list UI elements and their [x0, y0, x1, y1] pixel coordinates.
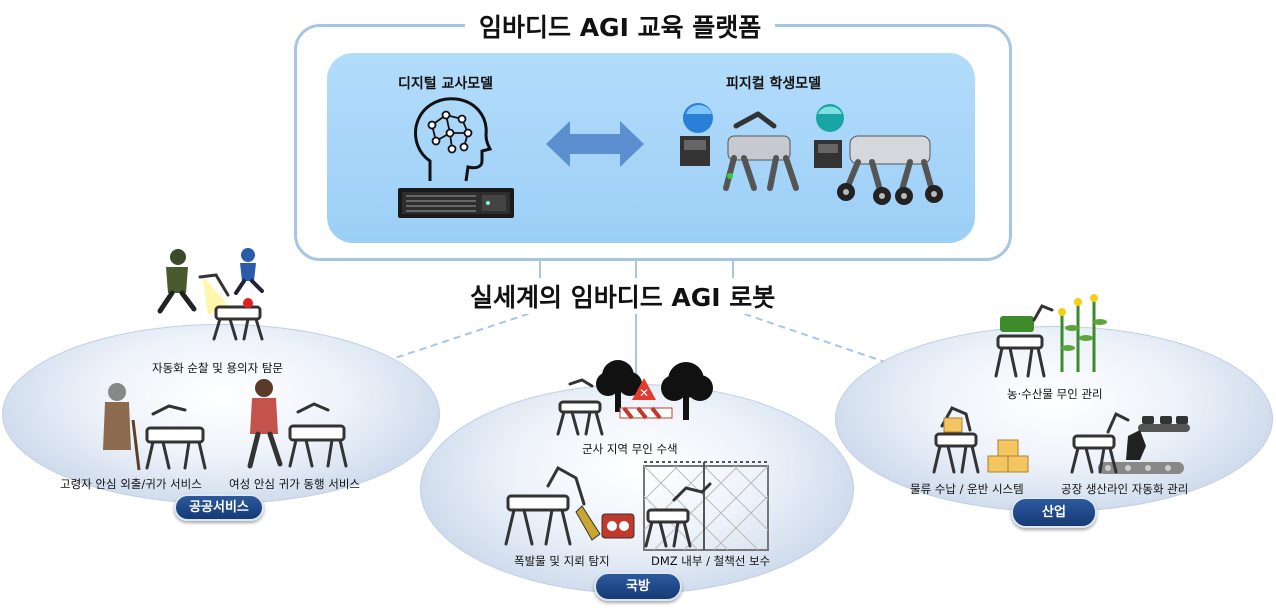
defense-ellipse [420, 384, 854, 594]
industry-pill: 산업 [1011, 497, 1097, 528]
factory-line-illustration [1070, 411, 1190, 474]
defense-item-search: 군사 지역 무인 수색 [582, 442, 678, 456]
industry-item-factory: 공장 생산라인 자동화 관리 [1061, 482, 1189, 496]
defense-pill: 국방 [594, 572, 682, 601]
agri-management-illustration [994, 294, 1107, 378]
elderly-escort-illustration [103, 383, 207, 471]
double-arrow-icon [546, 121, 644, 167]
realworld-title: 실세계의 임바디드 AGI 로봇 [456, 278, 790, 314]
brain-head-icon [414, 97, 493, 182]
student-label: 피지컬 학생모델 [726, 76, 822, 92]
industry-ellipse [835, 326, 1273, 512]
student-robot-arm-icon [680, 103, 799, 191]
patrol-chase-illustration [157, 248, 264, 341]
industry-item-agri: 농·수산물 무인 관리 [1007, 387, 1103, 401]
public-item-elderly: 고령자 안심 외출/귀가 서비스 [60, 477, 202, 491]
svg-text:✕: ✕ [639, 386, 649, 400]
military-search-illustration: ✕ [556, 360, 713, 436]
public-service-pill: 공공서비스 [174, 494, 264, 521]
industry-item-logistics: 물류 수납 / 운반 시스템 [910, 482, 1024, 496]
logistics-illustration [932, 406, 1029, 474]
defense-item-dmz: DMZ 내부 / 철책선 보수 [651, 554, 771, 568]
server-icon [398, 188, 514, 218]
teacher-label: 디지털 교사모델 [398, 76, 494, 92]
student-robot-wheeled-icon [814, 104, 943, 205]
platform-title: 임바디드 AGI 교육 플랫폼 [465, 8, 776, 44]
mine-detection-illustration [504, 465, 635, 546]
defense-item-mine: 폭발물 및 지뢰 탐지 [514, 554, 610, 568]
public-item-patrol: 자동화 순찰 및 용의자 탐문 [152, 361, 284, 375]
woman-escort-illustration [247, 379, 348, 469]
public-item-woman: 여성 안심 귀가 동행 서비스 [229, 477, 361, 491]
dmz-fence-repair-illustration [643, 461, 769, 551]
